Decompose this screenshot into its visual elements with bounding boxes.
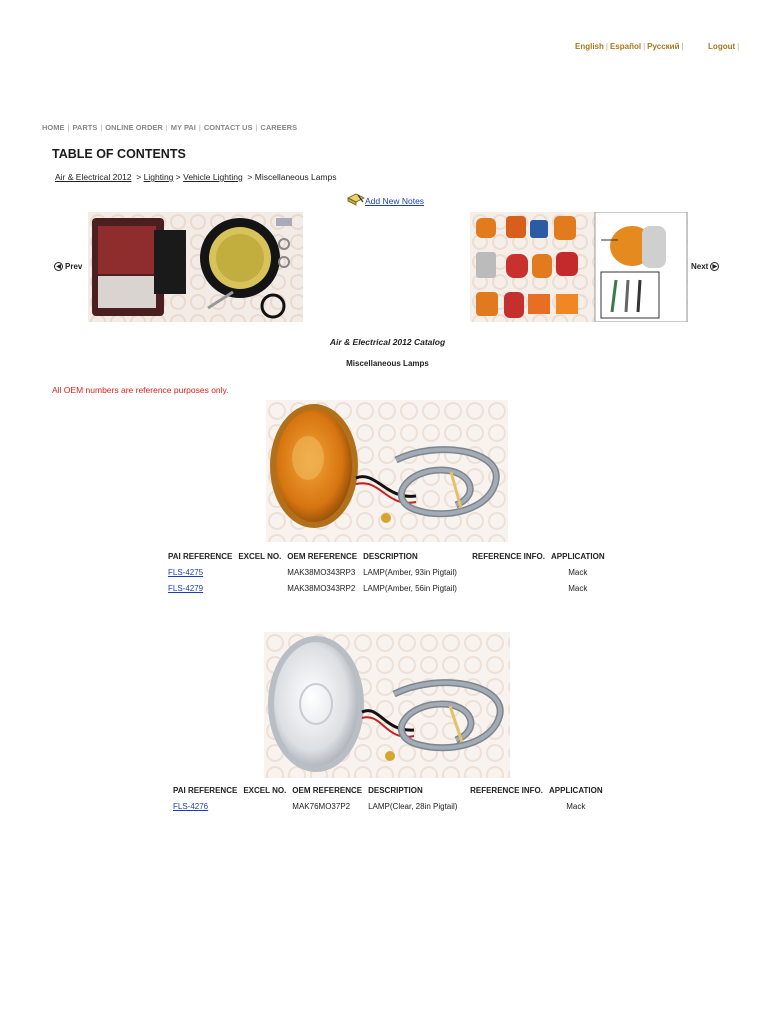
clear-lamp-image — [264, 632, 510, 778]
lang-english[interactable]: English — [575, 42, 604, 51]
parts-table-1: PAI REFERENCE EXCEL NO. OEM REFERENCE DE… — [165, 548, 608, 596]
lang-espanol[interactable]: Español — [609, 42, 642, 51]
language-bar: English|Español|Русский| Logout| — [575, 42, 740, 51]
next-section-thumbnail[interactable] — [470, 212, 688, 322]
circle-right-arrow-icon: ▶ — [710, 262, 720, 271]
lang-russian[interactable]: Русский — [647, 42, 680, 51]
breadcrumb-air-electrical[interactable]: Air & Electrical 2012 — [55, 172, 132, 182]
nav-contact-us[interactable]: CONTACT US — [203, 123, 253, 132]
part-link-fls-4276[interactable]: FLS-4276 — [173, 801, 209, 811]
part-link-fls-4279[interactable]: FLS-4279 — [168, 583, 204, 593]
breadcrumb-current: Miscellaneous Lamps — [254, 172, 337, 182]
table-row: FLS-4276 MAK76MO37P2 LAMP(Clear, 28in Pi… — [173, 801, 586, 811]
add-new-notes-link[interactable]: Add New Notes — [365, 196, 425, 206]
table-row: FLS-4275 MAK38MO343RP3 LAMP(Amber, 93in … — [168, 567, 588, 577]
main-nav: HOME|PARTS|ONLINE ORDER|MY PAI|CONTACT U… — [42, 123, 298, 132]
page-title: TABLE OF CONTENTS — [52, 147, 186, 161]
table-header-row: PAI REFERENCE EXCEL NO. OEM REFERENCE DE… — [173, 785, 603, 795]
prev-section-thumbnail[interactable] — [88, 212, 303, 322]
note-pencil-icon[interactable] — [347, 193, 365, 206]
part-link-fls-4275[interactable]: FLS-4275 — [168, 567, 204, 577]
nav-careers[interactable]: CAREERS — [260, 123, 298, 132]
table-header-row: PAI REFERENCE EXCEL NO. OEM REFERENCE DE… — [168, 551, 605, 561]
logout-link[interactable]: Logout — [708, 42, 736, 51]
nav-home[interactable]: HOME — [42, 123, 65, 132]
section-title: Miscellaneous Lamps — [346, 359, 429, 368]
amber-lamp-image — [266, 400, 508, 542]
prev-button[interactable]: ◀ Prev — [54, 262, 82, 271]
nav-parts[interactable]: PARTS — [72, 123, 98, 132]
breadcrumb-lighting[interactable]: Lighting — [143, 172, 174, 182]
breadcrumb: Air & Electrical 2012 > Lighting > Vehic… — [55, 172, 337, 182]
table-row: FLS-4279 MAK38MO343RP2 LAMP(Amber, 56in … — [168, 583, 588, 593]
next-button[interactable]: Next ▶ — [691, 262, 720, 271]
catalog-title: Air & Electrical 2012 Catalog — [329, 337, 446, 347]
nav-online-order[interactable]: ONLINE ORDER — [105, 123, 163, 132]
nav-my-pai[interactable]: MY PAI — [170, 123, 196, 132]
circle-left-arrow-icon: ◀ — [54, 262, 63, 271]
oem-disclaimer: All OEM numbers are reference purposes o… — [52, 385, 229, 395]
add-notes: Add New Notes — [347, 193, 424, 206]
parts-table-2: PAI REFERENCE EXCEL NO. OEM REFERENCE DE… — [170, 782, 606, 814]
breadcrumb-vehicle-lighting[interactable]: Vehicle Lighting — [183, 172, 243, 182]
